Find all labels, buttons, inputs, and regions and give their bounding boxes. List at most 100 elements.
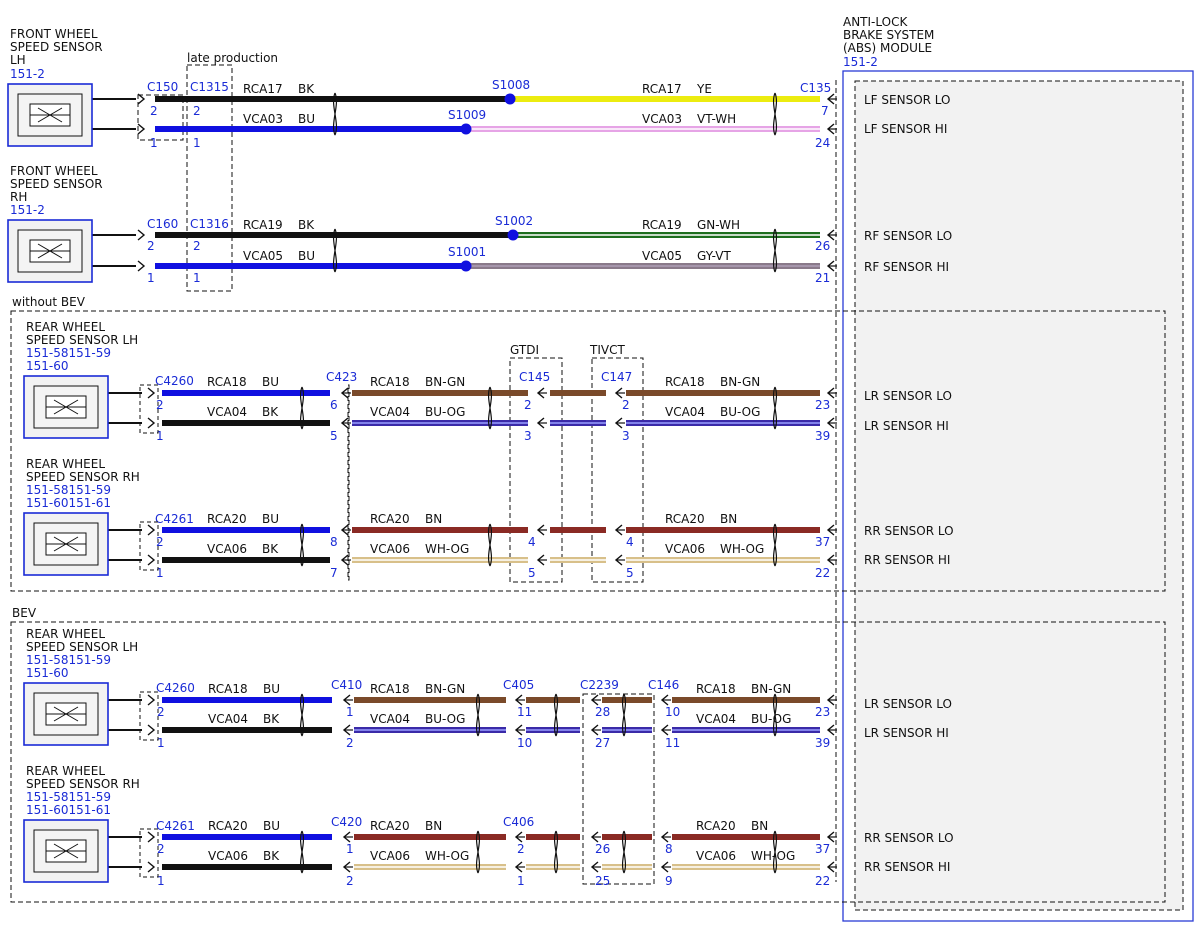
twist-bev-rr-a <box>299 830 305 874</box>
wire-bev-lr-lo-3c: BN-GN <box>751 682 791 696</box>
connector-c1316: C1316 <box>190 217 229 231</box>
late-production-box <box>186 64 233 292</box>
wire-rr-lo-3: RCA20 <box>665 512 705 526</box>
conn-c405-hi-arrow <box>514 724 523 736</box>
twist-bev-lr-d <box>621 693 627 737</box>
pin-c146-8: 8 <box>665 842 673 856</box>
wire-rr-lo-1c: BU <box>262 512 279 526</box>
wire-lr-hi-2c: BU-OG <box>425 405 465 419</box>
wire-rr-hi-1: VCA06 <box>207 542 247 556</box>
abs-pin-lr-hi-bev: LR SENSOR HI <box>864 726 949 740</box>
conn-c406-lo-arrow <box>514 831 523 843</box>
abs-pin-rr-hi: RR SENSOR HI <box>864 553 950 567</box>
wire-bev-rr-lo-2c: BN <box>425 819 442 833</box>
wire-lr-hi-1c: BK <box>262 405 279 419</box>
pin-bev-c4261-1: 1 <box>157 874 165 888</box>
sensor-front-lh-l3: LH <box>10 53 26 67</box>
wire-lf-hi-1c: BU <box>298 112 315 126</box>
conn-c423-hi-arrow <box>340 417 349 429</box>
wire-rr-hi-2c: WH-OG <box>425 542 469 556</box>
pin-c145-4: 4 <box>528 535 536 549</box>
pin-bev-c4261-2: 2 <box>157 842 165 856</box>
abs-module-panel <box>854 80 1184 911</box>
wire-lr-hi-1: VCA04 <box>207 405 247 419</box>
wire-rr-lo-2c: BN <box>425 512 442 526</box>
pin-abs-23: 23 <box>815 398 830 412</box>
sensor-rear-rh-bev-ref2: 151-60151-61 <box>26 803 111 817</box>
bev-section <box>10 621 1166 903</box>
splice-s1001-dot <box>460 260 472 272</box>
conn-lf-hi-arrow <box>826 123 835 135</box>
pin-numbers: 2121724212126212165232323392187454537222… <box>147 104 830 888</box>
without-bev-section <box>10 310 1166 592</box>
abs-title-line1: ANTI-LOCK <box>843 15 908 29</box>
connector-c406: C406 <box>503 815 534 829</box>
sensor-front-rh-l2: SPEED SENSOR <box>10 177 103 191</box>
connector-c135: C135 <box>800 81 831 95</box>
pin-c147-3: 3 <box>622 429 630 443</box>
twist-bev-lr-b <box>475 693 481 737</box>
abs-pin-rf-lo: RF SENSOR LO <box>864 229 952 243</box>
twist-bev-rr-c <box>553 830 559 874</box>
wire-lr-hi-3: VCA04 <box>665 405 705 419</box>
conn-lr-lo-arrow <box>826 387 835 399</box>
wire-bev-rr-hi-1: VCA06 <box>208 849 248 863</box>
wire-lf-lo-2: RCA17 <box>642 82 682 96</box>
arrow-rr-nobev-hi <box>147 554 156 566</box>
pin-c1315-2: 2 <box>193 104 201 118</box>
pin-c135-7: 7 <box>821 104 829 118</box>
conn-bev-rr-hi-arrow <box>826 861 835 873</box>
pin-c145-5: 5 <box>528 566 536 580</box>
wire-bev-rr-hi-2: VCA06 <box>370 849 410 863</box>
twist-lr-b <box>487 386 493 430</box>
conn-c423-rr-hi-arrow <box>340 554 349 566</box>
pin-c4260-2: 2 <box>156 398 164 412</box>
wire-rr-hi-1c: BK <box>262 542 279 556</box>
arrow-c160-1 <box>137 260 146 272</box>
pin-c2239-28: 28 <box>595 705 610 719</box>
wire-rr-hi-3c: WH-OG <box>720 542 764 556</box>
splice-s1001: S1001 <box>448 245 486 259</box>
twist-bev-lr-a <box>299 693 305 737</box>
pin-c160-1: 1 <box>147 271 155 285</box>
conn-c145-rr-lo-arrow <box>536 524 545 536</box>
conn-bev-rr-lo-arrow <box>826 831 835 843</box>
c423-box <box>347 384 350 581</box>
pin-c2239-26: 26 <box>595 842 610 856</box>
inline-box-1 <box>139 521 159 571</box>
twist-lr-a <box>299 386 305 430</box>
wire-bev-lr-lo-2c: BN-GN <box>425 682 465 696</box>
arrow-rr-bev-lo <box>147 831 156 843</box>
wire-lf-hi-2: VCA03 <box>642 112 682 126</box>
connector-c4261-bev: C4261 <box>156 819 195 833</box>
twist-bev-rr-d <box>621 830 627 874</box>
connector-c145: C145 <box>519 370 550 384</box>
connector-arrows <box>137 93 837 878</box>
connector-labels: C150 C1315 C135 C160 C1316 C4260 C423 C1… <box>147 80 831 833</box>
conn-c146-hi-arrow <box>660 724 669 736</box>
pin-c406-1: 1 <box>517 874 525 888</box>
sensor-front-lh-l1: FRONT WHEEL <box>10 27 98 41</box>
wire-rr-lo-1: RCA20 <box>207 512 247 526</box>
wire-lr-lo-1c: BU <box>262 375 279 389</box>
abs-pin-lf-lo: LF SENSOR LO <box>864 93 951 107</box>
wire-lf-lo-1c: BK <box>298 82 315 96</box>
sensor-rear-lh-nobev-ref2: 151-60 <box>26 359 69 373</box>
gtdi-label: GTDI <box>510 343 539 357</box>
twist-bev-rr-b <box>475 830 481 874</box>
pin-c423-5: 5 <box>330 429 338 443</box>
wire-rf-hi-2c: GY-VT <box>697 249 731 263</box>
wire-bev-lr-hi-1c: BK <box>263 712 280 726</box>
connector-c150: C150 <box>147 80 178 94</box>
twist-bev-lr-e <box>772 693 778 737</box>
abs-pin-rr-hi-bev: RR SENSOR HI <box>864 860 950 874</box>
sensor-rear-lh-bev-l1: REAR WHEEL <box>26 627 105 641</box>
twist-layer <box>299 92 778 874</box>
pin-abs-39: 39 <box>815 429 830 443</box>
wire-lf-lo-1: RCA17 <box>243 82 283 96</box>
abs-ref: 151-2 <box>843 55 878 69</box>
pin-c150-2: 2 <box>150 104 158 118</box>
pin-c1315-1: 1 <box>193 136 201 150</box>
twist-rf-a <box>332 228 338 273</box>
twist-lr-c <box>772 386 778 430</box>
